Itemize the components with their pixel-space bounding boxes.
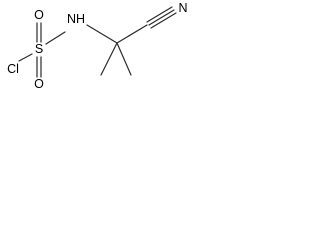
atom-amine: NH: [67, 12, 85, 26]
bonds: [18, 6, 177, 78]
atom-nitrile-nitrogen: N: [178, 1, 187, 15]
bond-triple-1: [146, 6, 173, 23]
bond-c-methyl-right: [116, 42, 132, 76]
bond-triple-2: [148, 9, 175, 26]
atom-labels: Cl S O O NH N: [7, 1, 187, 91]
bond-n-c: [86, 24, 118, 44]
chemical-structure: Cl S O O NH N: [7, 1, 187, 91]
atom-chlorine: Cl: [7, 62, 19, 76]
bond-c-methyl-left: [100, 42, 118, 76]
atom-sulfur: S: [35, 42, 43, 56]
bond-triple-3: [150, 12, 177, 29]
bond-s-n: [45, 31, 66, 45]
bond-cl-s: [18, 53, 33, 62]
atom-oxygen-bottom: O: [34, 77, 44, 91]
atom-oxygen-top: O: [34, 8, 44, 22]
bond-c-cn: [116, 24, 148, 44]
